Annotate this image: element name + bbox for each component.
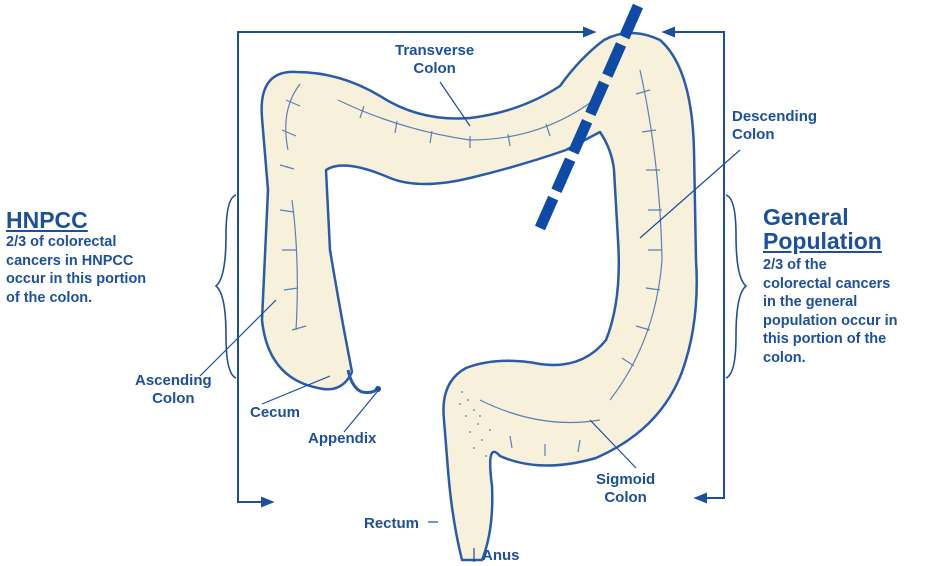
general-heading-line-1: General [763,205,882,229]
ascending-colon-label: Ascending Colon [135,372,212,408]
sigmoid-line-2: Colon [596,489,655,507]
sigmoid-colon-label: Sigmoid Colon [596,471,655,507]
transverse-line-1: Transverse [395,42,474,60]
ascending-line-1: Ascending [135,372,212,390]
transverse-colon-label: Transverse Colon [395,42,474,78]
general-population-text: 2/3 of the colorectal cancers in the gen… [763,256,898,367]
appendix-tip [375,386,381,392]
descending-line-2: Colon [732,126,817,144]
general-line-6: colon. [763,349,898,368]
transverse-line-2: Colon [395,60,474,78]
hnpcc-text: 2/3 of colorectal cancers in HNPCC occur… [6,233,146,307]
general-population-heading: General Population [763,205,882,253]
general-line-1: 2/3 of the [763,256,898,275]
rectum-label: Rectum [364,515,419,533]
cecum-label: Cecum [250,404,300,422]
general-line-3: in the general [763,293,898,312]
ascending-line-2: Colon [135,390,212,408]
appendix-label: Appendix [308,430,376,448]
hnpcc-heading: HNPCC [6,208,88,232]
appendix-leader [344,392,377,432]
descending-line-1: Descending [732,108,817,126]
general-line-2: colorectal cancers [763,275,898,294]
anus-label: Anus [482,547,520,565]
descending-colon-label: Descending Colon [732,108,817,144]
hnpcc-line-2: cancers in HNPCC [6,252,146,271]
general-line-4: population occur in [763,312,898,331]
hnpcc-line-3: occur in this portion [6,270,146,289]
general-line-5: this portion of the [763,330,898,349]
sigmoid-line-1: Sigmoid [596,471,655,489]
hnpcc-line-1: 2/3 of colorectal [6,233,146,252]
general-heading-line-2: Population [763,229,882,253]
hnpcc-line-4: of the colon. [6,289,146,308]
